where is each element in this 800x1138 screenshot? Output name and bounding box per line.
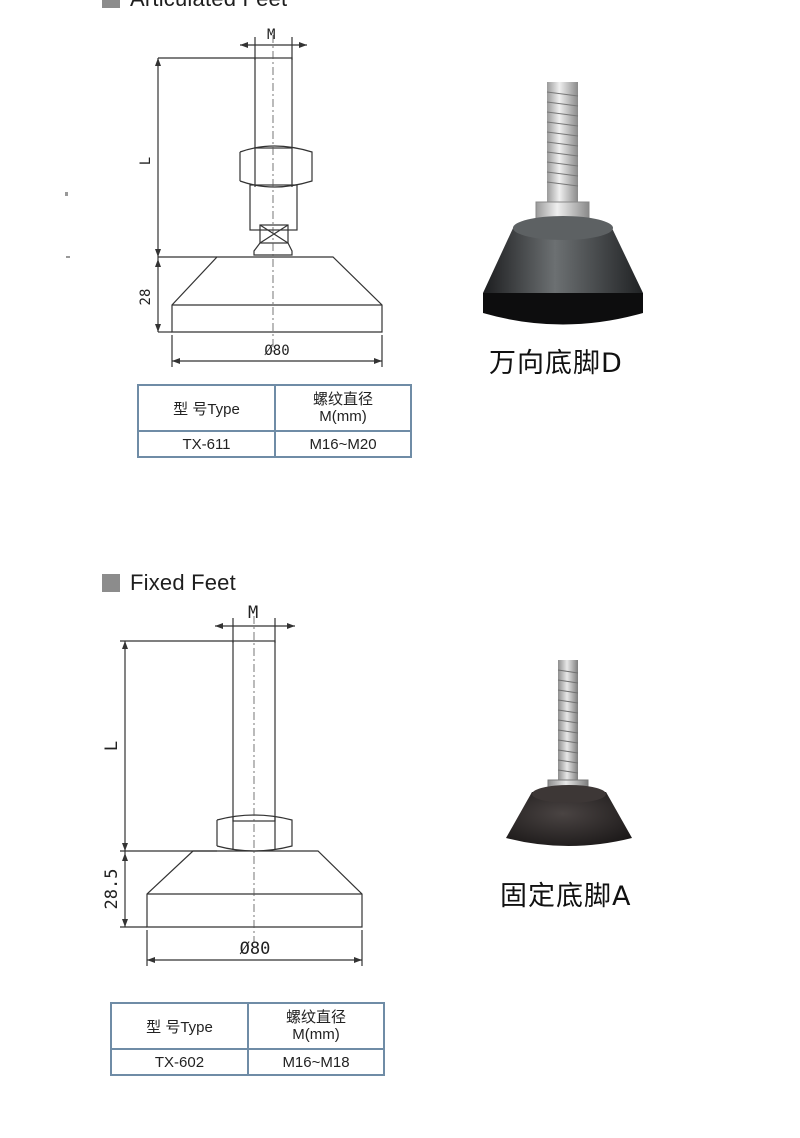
thread-header-line2: M(mm) <box>292 1026 340 1043</box>
table-row: TX-602 M16~M18 <box>110 1048 385 1076</box>
scan-mark <box>65 192 68 196</box>
length-dimension-label: L <box>102 741 122 751</box>
thread-cell: M16~M20 <box>274 430 412 458</box>
thread-header-line1: 螺纹直径 <box>285 1009 346 1026</box>
thread-header-line2: M(mm) <box>319 408 367 425</box>
section-title: Fixed Feet <box>130 570 236 595</box>
thread-header: 螺纹直径 M(mm) <box>247 1002 385 1050</box>
model-header: 型 号Type <box>137 384 276 432</box>
height-dimension-label: 28 <box>138 289 154 306</box>
articulated-foot-photo <box>483 82 643 325</box>
articulated-foot-drawing: M L 28 Ø80 <box>138 27 383 367</box>
table-row: TX-611 M16~M20 <box>137 430 412 458</box>
spec-table: 型 号Type 螺纹直径 M(mm) TX-611 M16~M20 <box>137 384 412 458</box>
model-cell: TX-602 <box>110 1048 249 1076</box>
fixed-foot-photo <box>506 660 632 846</box>
fixed-foot-drawing: M L 28.5 Ø80 <box>102 603 363 966</box>
length-dimension-label: L <box>138 157 154 165</box>
diameter-dimension-label: Ø80 <box>264 343 289 359</box>
section-title: Articulated Feet <box>130 0 287 12</box>
thread-dimension-label: M <box>267 27 275 43</box>
diameter-dimension-label: Ø80 <box>240 939 271 959</box>
thread-header-line1: 螺纹直径 <box>312 391 373 408</box>
spec-table: 型 号Type 螺纹直径 M(mm) TX-602 M16~M18 <box>110 1002 385 1076</box>
model-header: 型 号Type <box>110 1002 249 1050</box>
thread-cell: M16~M18 <box>247 1048 385 1076</box>
fixed-feet-section: Fixed Feet <box>0 560 800 1120</box>
model-cell: TX-611 <box>137 430 276 458</box>
thread-header: 螺纹直径 M(mm) <box>274 384 412 432</box>
scan-mark <box>66 256 70 258</box>
heading-square-icon <box>102 0 120 8</box>
product-caption: 万向底脚D <box>489 348 623 379</box>
heading-square-icon <box>102 574 120 592</box>
product-caption: 固定底脚A <box>500 881 632 912</box>
articulated-feet-section: Articulated Feet <box>0 0 800 520</box>
section-heading-articulated: Articulated Feet <box>102 0 287 12</box>
section-heading-fixed: Fixed Feet <box>102 570 236 596</box>
thread-dimension-label: M <box>248 603 258 623</box>
height-dimension-label: 28.5 <box>102 869 122 910</box>
